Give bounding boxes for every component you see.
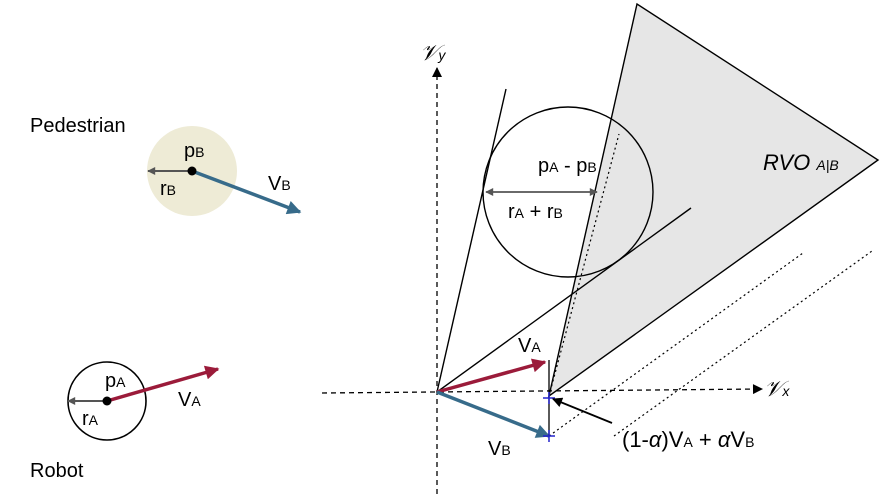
dotted-guide-lower	[548, 252, 804, 437]
apex-annotation-arrow	[552, 397, 613, 424]
pedestrian-label: Pedestrian	[30, 115, 126, 137]
dotted-guide-top	[548, 133, 620, 397]
pedestrian-position-label: pB	[184, 140, 204, 162]
robot-group: pA rA VA Robot	[30, 361, 220, 482]
va-vector-label: VA	[518, 335, 541, 357]
pedestrian-radius-label: rB	[160, 178, 176, 200]
vo-right-edge	[436, 207, 692, 393]
y-axis-label: 𝒱y	[420, 40, 446, 65]
pedestrian-velocity-arrow	[191, 169, 302, 215]
rvo-region	[547, 2, 880, 398]
apex-formula-label: (1-α)VA + αVB	[622, 427, 754, 452]
robot-radius-label: rA	[82, 408, 99, 430]
robot-velocity-arrow	[106, 365, 220, 403]
x-axis-label: 𝒱x	[764, 376, 790, 401]
rvo-label: RVO A|B	[763, 150, 839, 175]
va-vector	[436, 358, 547, 394]
robot-velocity-label: VA	[178, 389, 201, 411]
vo-left-edge	[436, 88, 507, 393]
robot-position-label: pA	[105, 370, 126, 392]
vb-vector	[436, 390, 551, 438]
relative-position-circle	[482, 106, 654, 278]
pedestrian-position-dot	[187, 166, 197, 176]
relative-position-label: pA - pB	[538, 155, 597, 177]
velocity-space: 𝒱x 𝒱y pA - pB rA + rB VA VB	[321, 2, 880, 494]
radius-sum-label: rA + rB	[508, 201, 563, 223]
pedestrian-group: Pedestrian pB rB VB	[30, 115, 302, 216]
robot-position-dot	[102, 396, 112, 406]
x-axis	[321, 384, 763, 395]
robot-label: Robot	[30, 460, 84, 482]
vb-vector-label: VB	[488, 438, 511, 460]
vb-tip-marker	[543, 430, 555, 442]
pedestrian-velocity-label: VB	[268, 173, 291, 195]
